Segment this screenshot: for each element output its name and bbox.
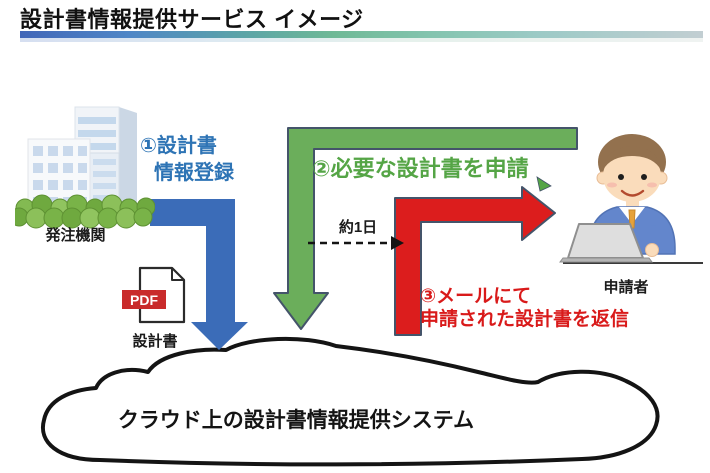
reply-flow-arrow bbox=[394, 186, 556, 336]
orderer-label: 発注機関 bbox=[45, 227, 106, 244]
cursor-icon bbox=[536, 176, 552, 192]
step3-reply-text: ③メールにて 申請された設計書を返信 bbox=[420, 285, 629, 331]
step3-line1: ③メールにて bbox=[420, 286, 532, 307]
orderer-buildings-icon bbox=[15, 106, 155, 229]
title-underline-shadow bbox=[20, 38, 703, 42]
step3-line2: 申請された設計書を返信 bbox=[420, 309, 630, 330]
trees bbox=[15, 194, 155, 229]
duration-arrow bbox=[308, 236, 404, 250]
person-arm bbox=[645, 225, 675, 257]
request-flow-arrow bbox=[273, 127, 578, 330]
pdf-badge bbox=[122, 290, 166, 309]
step1-line2: 情報登録 bbox=[154, 162, 234, 184]
pdf-document-icon: PDF bbox=[122, 266, 186, 324]
step1-register-text: ①設計書 情報登録 bbox=[140, 133, 234, 187]
step1-line1: ①設計書 bbox=[140, 135, 217, 157]
page-title: 設計書情報提供サービス イメージ bbox=[20, 7, 364, 32]
folded-corner bbox=[171, 267, 185, 281]
laptop-icon bbox=[559, 223, 653, 263]
register-flow-arrow bbox=[150, 199, 248, 350]
pdf-badge-text: PDF bbox=[130, 292, 158, 308]
cloud-system-label: クラウド上の設計書情報提供システム bbox=[117, 409, 475, 432]
title-underline-bar bbox=[20, 31, 703, 38]
duration-label: 約1日 bbox=[338, 219, 378, 236]
applicant-illustration bbox=[559, 134, 703, 264]
step2-request-text: ②必要な設計書を申請 bbox=[312, 156, 529, 181]
document-label: 設計書 bbox=[132, 333, 178, 350]
applicant-label: 申請者 bbox=[603, 279, 649, 296]
cloud-shape bbox=[40, 336, 660, 467]
